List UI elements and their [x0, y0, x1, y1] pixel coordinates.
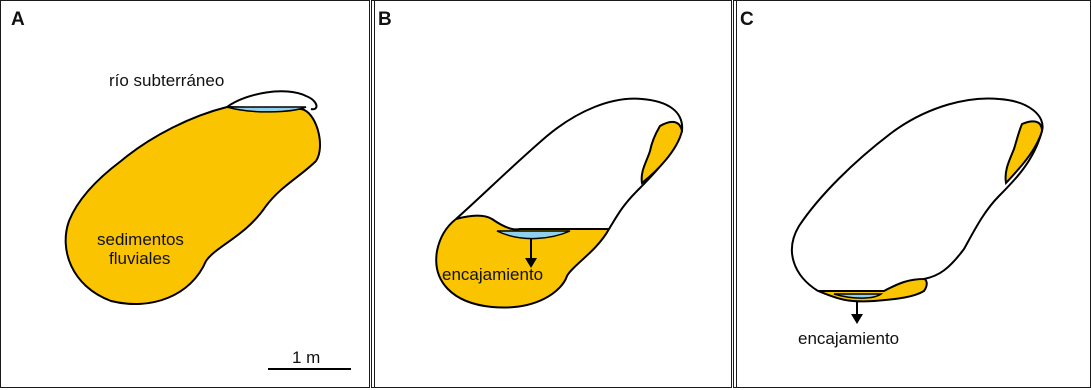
panel-c: C encajamiento — [733, 0, 1091, 388]
incision-label: encajamiento — [442, 265, 543, 285]
sediment-fill — [436, 216, 609, 308]
sediments-label-line2: fluviales — [109, 249, 170, 269]
cave-cross-section-a — [1, 1, 370, 388]
scale-label: 1 m — [292, 348, 320, 368]
wall-sediment — [642, 122, 682, 183]
cave-cross-section-b — [372, 1, 732, 388]
panel-a: A río subterráneo sedimentos fluviales 1… — [0, 0, 370, 388]
cave-outline — [792, 98, 1043, 291]
river-label: río subterráneo — [109, 71, 224, 91]
cave-cross-section-c — [734, 1, 1091, 388]
wall-sediment — [1006, 121, 1042, 183]
sediment-fill — [818, 279, 927, 301]
panel-b: B encajamiento — [371, 0, 732, 388]
arrow-head — [851, 314, 863, 324]
incision-label: encajamiento — [798, 329, 899, 349]
sediment-fill — [66, 107, 320, 304]
sediments-label-line1: sedimentos — [97, 230, 184, 250]
